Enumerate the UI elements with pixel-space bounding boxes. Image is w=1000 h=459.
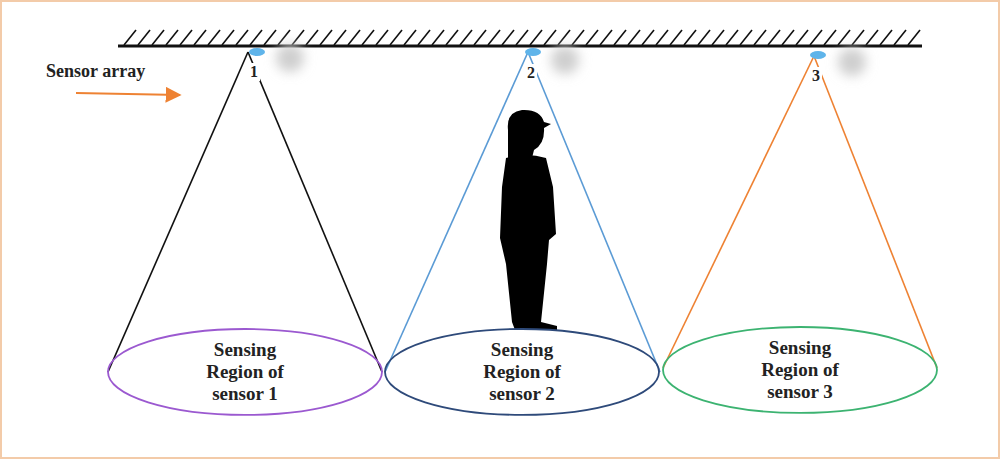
sensor-glow: [551, 46, 579, 74]
hatch-stroke: [852, 30, 864, 45]
hatch-stroke: [642, 30, 654, 45]
sensing-region: Sensing Region of sensor 2: [384, 328, 660, 416]
region-label: Sensing Region of sensor 2: [466, 339, 578, 405]
sensor: [249, 48, 265, 56]
hatch-stroke: [628, 30, 640, 45]
hatch-stroke: [264, 30, 276, 45]
hatch-stroke: [320, 30, 332, 45]
hatch-stroke: [894, 30, 906, 45]
hatch-stroke: [782, 30, 794, 45]
hatch-stroke: [250, 30, 262, 45]
hatch-stroke: [222, 30, 234, 45]
hatch-stroke: [362, 30, 374, 45]
sensor-number: 2: [525, 64, 537, 82]
sensing-region: Sensing Region of sensor 1: [107, 328, 383, 416]
hatch-stroke: [348, 30, 360, 45]
hatch-stroke: [292, 30, 304, 45]
ceiling-hatch: [124, 30, 920, 45]
region-label: Sensing Region of sensor 1: [189, 339, 301, 405]
hatch-stroke: [446, 30, 458, 45]
hatch-stroke: [152, 30, 164, 45]
sensor: [525, 48, 541, 56]
hatch-stroke: [194, 30, 206, 45]
hatch-stroke: [558, 30, 570, 45]
hatch-stroke: [502, 30, 514, 45]
hatch-stroke: [768, 30, 780, 45]
hatch-stroke: [376, 30, 388, 45]
hatch-stroke: [306, 30, 318, 45]
hatch-stroke: [208, 30, 220, 45]
cone-line: [108, 52, 248, 372]
sensor-number: 3: [810, 67, 822, 85]
cone-line: [248, 52, 382, 372]
hatch-stroke: [460, 30, 472, 45]
hatch-stroke: [656, 30, 668, 45]
hatch-stroke: [698, 30, 710, 45]
hatch-stroke: [124, 30, 136, 45]
hatch-stroke: [712, 30, 724, 45]
hatch-stroke: [166, 30, 178, 45]
hatch-stroke: [488, 30, 500, 45]
hatch-stroke: [236, 30, 248, 45]
hatch-stroke: [572, 30, 584, 45]
hatch-stroke: [516, 30, 528, 45]
hatch-stroke: [810, 30, 822, 45]
hatch-stroke: [600, 30, 612, 45]
sensor-glow: [838, 48, 866, 76]
hatch-stroke: [838, 30, 850, 45]
hatch-stroke: [418, 30, 430, 45]
hatch-stroke: [824, 30, 836, 45]
cone-line: [814, 56, 937, 368]
hatch-stroke: [880, 30, 892, 45]
hatch-stroke: [726, 30, 738, 45]
hatch-stroke: [334, 30, 346, 45]
hatch-stroke: [614, 30, 626, 45]
hatch-stroke: [404, 30, 416, 45]
hatch-stroke: [740, 30, 752, 45]
hatch-stroke: [180, 30, 192, 45]
pointer-arrow: [76, 93, 180, 95]
array-label: Sensor array: [44, 62, 147, 82]
region-label: Sensing Region of sensor 3: [744, 337, 856, 403]
hatch-stroke: [544, 30, 556, 45]
sensor: [810, 51, 826, 59]
hatch-stroke: [474, 30, 486, 45]
hatch-stroke: [754, 30, 766, 45]
hatch-stroke: [684, 30, 696, 45]
hatch-stroke: [670, 30, 682, 45]
hatch-stroke: [866, 30, 878, 45]
sensor-number: 1: [248, 63, 260, 81]
sensing-region: Sensing Region of sensor 3: [662, 326, 938, 414]
hatch-stroke: [138, 30, 150, 45]
ceiling-line: [118, 45, 922, 48]
hatch-stroke: [390, 30, 402, 45]
hatch-stroke: [586, 30, 598, 45]
hatch-stroke: [278, 30, 290, 45]
sensor-glow: [276, 44, 304, 72]
hatch-stroke: [530, 30, 542, 45]
hatch-stroke: [796, 30, 808, 45]
hatch-stroke: [908, 30, 920, 45]
hatch-stroke: [432, 30, 444, 45]
person-silhouette: [500, 110, 557, 330]
cone-line: [663, 56, 814, 368]
